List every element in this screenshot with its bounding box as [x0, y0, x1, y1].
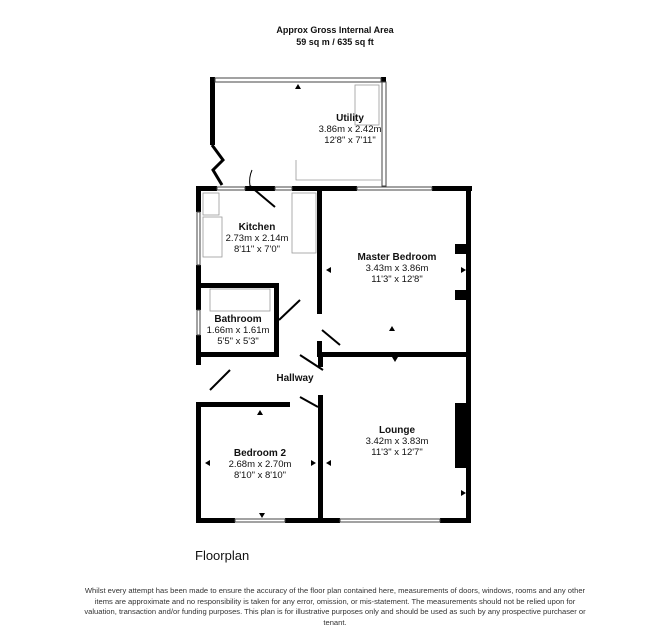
room-name: Bedroom 2	[233, 448, 287, 459]
room-bathroom: Bathroom 1.66m x 1.61m 5'5" x 5'3"	[207, 314, 270, 347]
room-metric: 3.43m x 3.86m	[365, 263, 429, 274]
room-hallway: Hallway	[276, 373, 313, 384]
fixtures	[202, 84, 381, 312]
room-imperial: 8'11" x 7'0"	[233, 244, 281, 255]
room-imperial: 8'10" x 8'10"	[233, 470, 287, 481]
room-name: Bathroom	[214, 314, 262, 325]
room-name: Master Bedroom	[357, 252, 437, 263]
walls	[196, 77, 472, 523]
room-metric: 2.73m x 2.14m	[225, 233, 289, 244]
floorplan-label: Floorplan	[195, 548, 250, 563]
room-imperial: 11'3" x 12'7"	[371, 447, 423, 458]
room-name: Utility	[336, 113, 364, 124]
doors	[209, 144, 341, 408]
room-imperial: 11'3" x 12'8"	[371, 274, 423, 285]
room-lounge: Lounge 3.42m x 3.83m 11'3" x 12'7"	[366, 425, 429, 458]
room-bedroom-2: Bedroom 2 2.68m x 2.70m 8'10" x 8'10"	[229, 448, 292, 481]
room-utility: Utility 3.86m x 2.42m 12'8" x 7'11"	[319, 113, 382, 146]
room-name: Hallway	[276, 373, 314, 384]
measure-arrows	[205, 84, 466, 518]
room-metric: 1.66m x 1.61m	[206, 325, 270, 336]
area-title: Approx Gross Internal Area	[276, 25, 394, 35]
room-imperial: 12'8" x 7'11"	[324, 135, 376, 146]
room-master-bedroom: Master Bedroom 3.43m x 3.86m 11'3" x 12'…	[358, 252, 437, 285]
room-name: Kitchen	[238, 222, 276, 233]
windows	[196, 77, 441, 523]
room-imperial: 5'5" x 5'3"	[217, 336, 259, 347]
room-metric: 3.42m x 3.83m	[365, 436, 429, 447]
room-kitchen: Kitchen 2.73m x 2.14m 8'11" x 7'0"	[226, 222, 289, 255]
room-metric: 2.68m x 2.70m	[228, 459, 292, 470]
room-name: Lounge	[378, 425, 416, 436]
disclaimer: Whilst every attempt has been made to en…	[84, 586, 586, 627]
area-value: 59 sq m / 635 sq ft	[296, 37, 374, 47]
room-metric: 3.86m x 2.42m	[318, 124, 382, 135]
